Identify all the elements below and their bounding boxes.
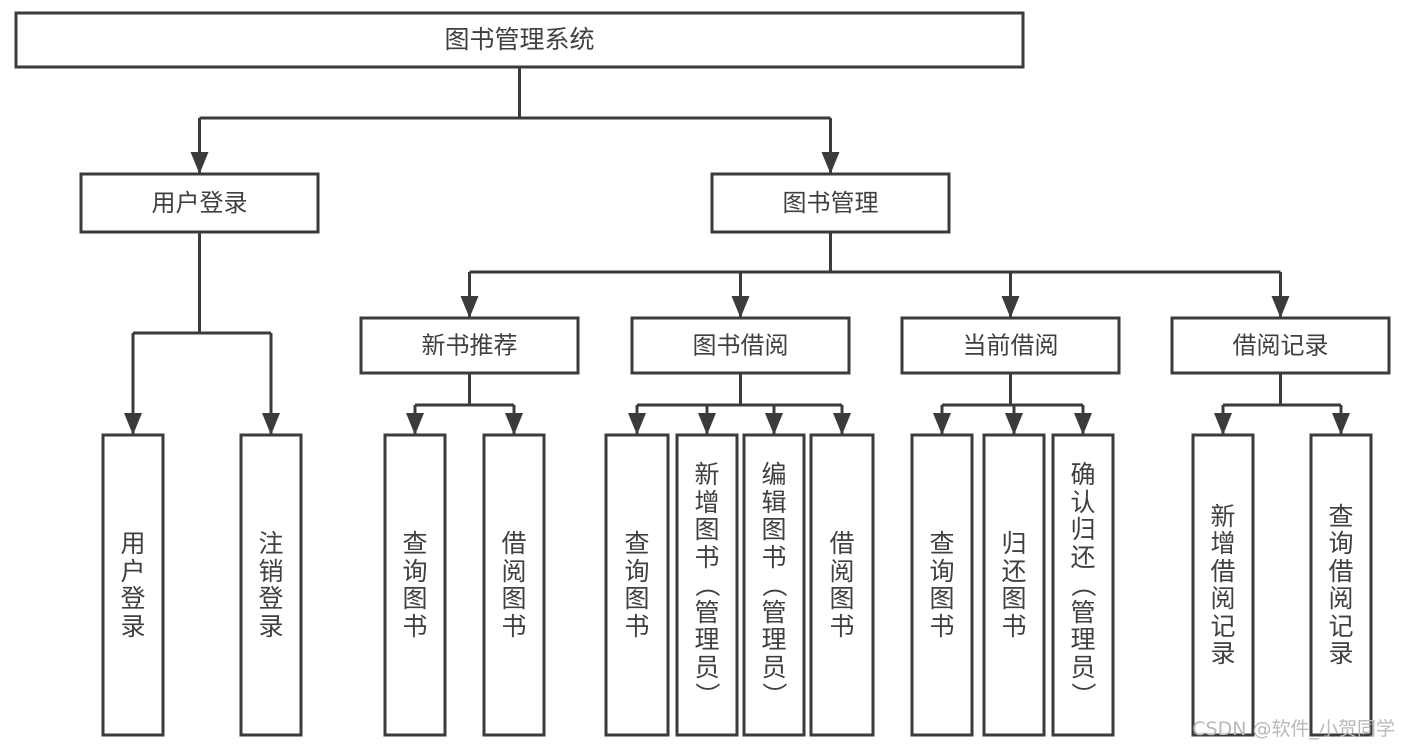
connector-group: [406, 373, 523, 435]
node-leaf_logout[interactable]: [239, 433, 303, 737]
node-leaf_borrow_book_2[interactable]: [809, 433, 875, 737]
node-leaf_return_book[interactable]: [982, 433, 1046, 737]
arrow-head-icon: [628, 413, 646, 435]
node-box[interactable]: [1191, 433, 1255, 737]
arrow-head-icon: [190, 152, 209, 174]
node-box[interactable]: [809, 433, 875, 737]
node-box[interactable]: [910, 433, 974, 737]
node-label: 图书借阅: [693, 332, 789, 360]
connector-group: [933, 373, 1092, 435]
node-box[interactable]: [239, 433, 303, 737]
watermark: CSDN @软件_小贺同学: [1192, 718, 1395, 740]
node-box[interactable]: [383, 433, 447, 737]
node-label: 当前借阅: [963, 332, 1059, 360]
node-label: 图书管理系统: [444, 25, 594, 54]
node-label: 新书推荐: [422, 332, 518, 360]
arrow-head-icon: [124, 413, 142, 435]
arrow-head-icon: [1332, 413, 1350, 435]
arrow-head-icon: [460, 296, 479, 318]
connector-group: [628, 373, 851, 435]
node-new_book_rec[interactable]: 新书推荐: [359, 316, 580, 375]
node-box[interactable]: [742, 433, 806, 737]
node-box[interactable]: [79, 172, 320, 234]
arrow-head-icon: [262, 413, 280, 435]
node-leaf_edit_book[interactable]: [742, 433, 806, 737]
node-box[interactable]: [675, 433, 739, 737]
node-leaf_query_book_3[interactable]: [910, 433, 974, 737]
node-leaf_user_login[interactable]: [101, 433, 165, 737]
node-box[interactable]: [710, 172, 951, 234]
node-box[interactable]: [1309, 433, 1373, 737]
arrow-head-icon: [698, 413, 716, 435]
node-borrow_record[interactable]: 借阅记录: [1170, 316, 1391, 375]
arrow-head-icon: [1074, 413, 1092, 435]
arrow-head-icon: [731, 296, 750, 318]
node-leaf_query_book_2[interactable]: [604, 433, 670, 737]
node-box[interactable]: [900, 316, 1121, 375]
node-box[interactable]: [359, 316, 580, 375]
arrow-head-icon: [1214, 413, 1232, 435]
arrow-head-icon: [1005, 413, 1023, 435]
node-leaf_confirm_return[interactable]: [1051, 433, 1115, 737]
arrow-head-icon: [406, 413, 424, 435]
node-leaf_query_book_1[interactable]: [383, 433, 447, 737]
node-box[interactable]: [482, 433, 546, 737]
arrow-head-icon: [765, 413, 783, 435]
connector-group: [190, 67, 840, 174]
node-box[interactable]: [604, 433, 670, 737]
node-box[interactable]: [1051, 433, 1115, 737]
arrow-head-icon: [505, 413, 523, 435]
arrow-head-icon: [1001, 296, 1020, 318]
connector-group: [124, 232, 280, 435]
node-leaf_add_record[interactable]: [1191, 433, 1255, 737]
node-user_login[interactable]: 用户登录: [79, 172, 320, 234]
arrow-head-icon: [833, 413, 851, 435]
node-label: 借阅记录: [1233, 332, 1329, 360]
node-box[interactable]: [630, 316, 851, 375]
node-leaf_borrow_book_1[interactable]: [482, 433, 546, 737]
node-book_borrow[interactable]: 图书借阅: [630, 316, 851, 375]
arrow-head-icon: [1271, 296, 1290, 318]
node-root[interactable]: 图书管理系统: [14, 11, 1025, 69]
node-book_mgmt[interactable]: 图书管理: [710, 172, 951, 234]
node-box[interactable]: [101, 433, 165, 737]
node-leaf_add_book[interactable]: [675, 433, 739, 737]
node-box[interactable]: [14, 11, 1025, 69]
arrow-head-icon: [821, 152, 840, 174]
arrow-head-icon: [933, 413, 951, 435]
node-leaf_query_record[interactable]: [1309, 433, 1373, 737]
connector-group: [460, 232, 1290, 318]
node-box[interactable]: [982, 433, 1046, 737]
node-label: 图书管理: [783, 189, 879, 217]
node-current_borrow[interactable]: 当前借阅: [900, 316, 1121, 375]
node-label: 用户登录: [152, 189, 248, 217]
connector-group: [1214, 373, 1350, 435]
node-box[interactable]: [1170, 316, 1391, 375]
connector-layer: [124, 67, 1350, 435]
